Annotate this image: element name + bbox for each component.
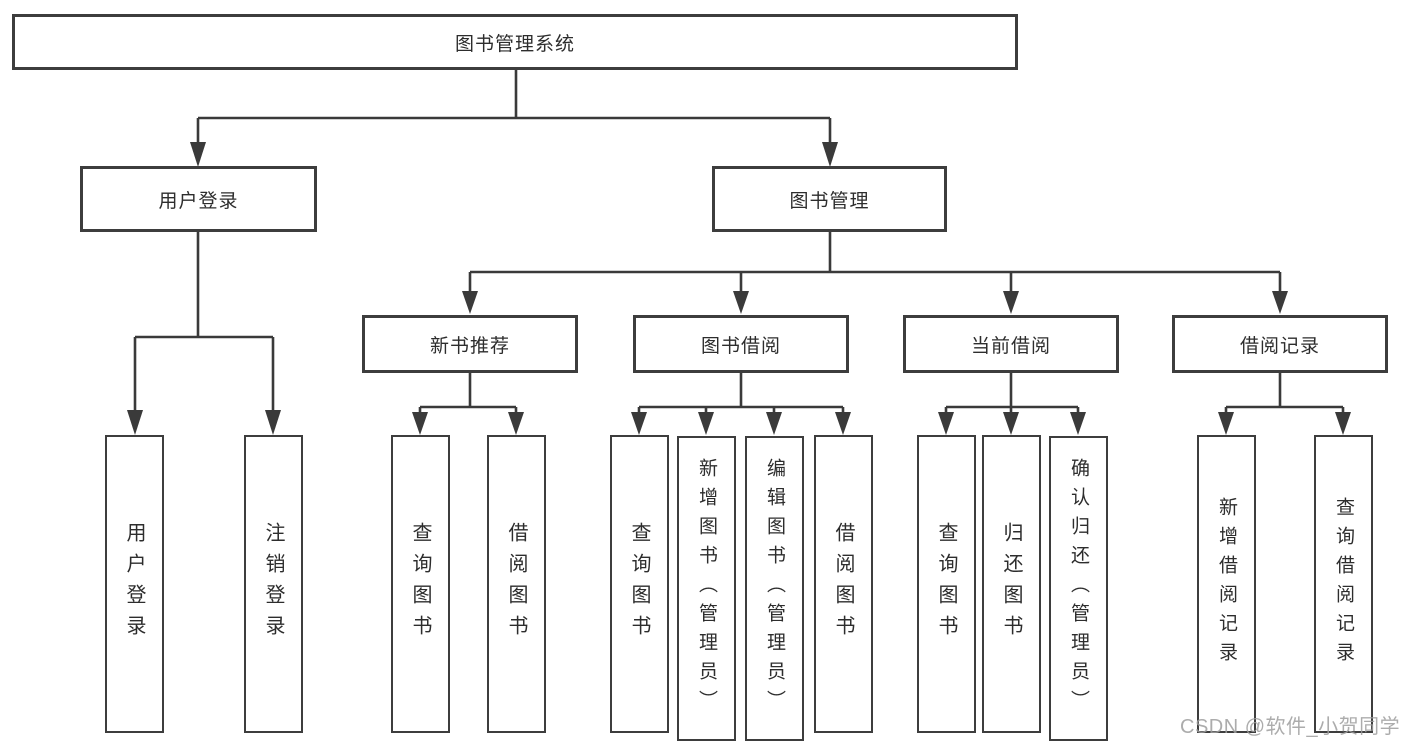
- csdn-watermark: CSDN @软件_小贺同学: [1180, 716, 1401, 738]
- node-book-management: 图书管理: [712, 166, 947, 232]
- node-library-system: 图书管理系统: [12, 14, 1018, 70]
- leaf-current-query-books: 查询图书: [917, 435, 976, 733]
- node-user-login: 用户登录: [80, 166, 317, 232]
- leaf-query-borrow-record: 查询借阅记录: [1314, 435, 1373, 733]
- node-new-book-recommend: 新书推荐: [362, 315, 578, 373]
- node-current-borrowing: 当前借阅: [903, 315, 1119, 373]
- node-borrowing-records: 借阅记录: [1172, 315, 1388, 373]
- leaf-edit-books-admin: 编辑图书（管理员）: [745, 436, 804, 741]
- leaf-return-books: 归还图书: [982, 435, 1041, 733]
- leaf-borrow-query-books: 查询图书: [610, 435, 669, 733]
- leaf-add-borrow-record: 新增借阅记录: [1197, 435, 1256, 733]
- leaf-borrow-books: 借阅图书: [814, 435, 873, 733]
- leaf-logout: 注销登录: [244, 435, 303, 733]
- leaf-newbook-query-books: 查询图书: [391, 435, 450, 733]
- leaf-add-books-admin: 新增图书（管理员）: [677, 436, 736, 741]
- leaf-user-login: 用户登录: [105, 435, 164, 733]
- node-book-borrowing: 图书借阅: [633, 315, 849, 373]
- leaf-confirm-return-admin: 确认归还（管理员）: [1049, 436, 1108, 741]
- leaf-newbook-borrow-books: 借阅图书: [487, 435, 546, 733]
